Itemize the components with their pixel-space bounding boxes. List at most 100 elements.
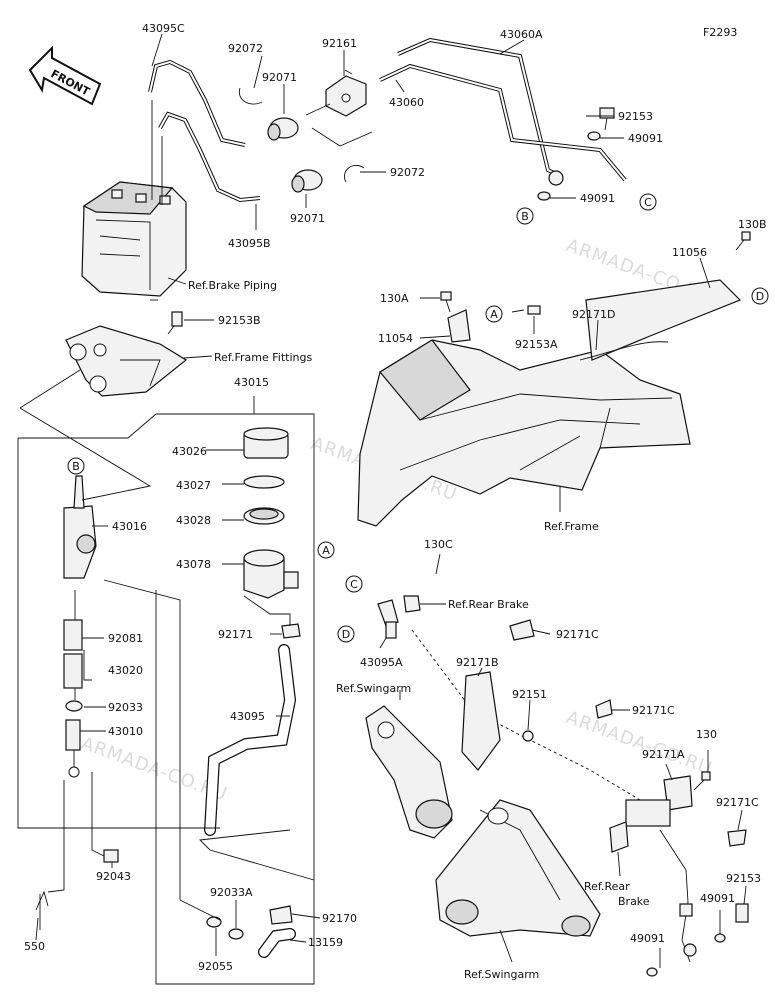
part-label: 92071: [290, 212, 325, 225]
part-label: 11054: [378, 332, 413, 345]
grouping-lines: [17, 103, 373, 985]
master-cylinder-43016: [63, 475, 97, 579]
part-label: 49091: [700, 892, 735, 905]
ref-labels: Ref.Brake Piping Ref.Frame Fittings Ref.…: [188, 279, 650, 981]
part-label: 92151: [512, 688, 547, 701]
svg-text:A: A: [490, 308, 498, 321]
washer-49091-d: [646, 967, 658, 977]
part-label: 49091: [630, 932, 665, 945]
ref-label: Ref.Frame Fittings: [214, 351, 312, 364]
bolt-130a: [440, 291, 452, 313]
part-label: 92171B: [456, 656, 499, 669]
part-label: 92171C: [716, 796, 759, 809]
part-label: 43027: [176, 479, 211, 492]
reservoir-cap-43026: [243, 427, 289, 459]
piston-43020: [63, 653, 83, 689]
clip-92171c-2: [595, 699, 613, 719]
part-label: 92033: [108, 701, 143, 714]
part-label: 49091: [580, 192, 615, 205]
clamp-92171: [281, 623, 301, 639]
clamp-92170: [269, 905, 293, 925]
oring-92033a: [228, 928, 244, 940]
bolt-92153: [599, 107, 615, 131]
fitting-13159: [258, 928, 296, 958]
part-label: 43028: [176, 514, 211, 527]
part-label: 43095A: [360, 656, 403, 669]
joint-92161: [325, 69, 367, 117]
part-label: 92153: [726, 872, 761, 885]
part-label: 11056: [672, 246, 707, 259]
svg-text:B: B: [72, 460, 80, 473]
clip-92171c-3: [727, 829, 747, 847]
ref-label: Ref.Frame: [544, 520, 599, 533]
washer-49091-c: [714, 933, 726, 943]
callout-a2: A: [317, 541, 335, 559]
part-label: 92071: [262, 71, 297, 84]
part-label: 92081: [108, 632, 143, 645]
callout-a1: A: [485, 305, 503, 323]
rear-banjo: [679, 903, 697, 957]
grommet-92071-a: [267, 117, 299, 141]
svg-text:C: C: [350, 578, 358, 591]
bracket-rear-brake: [609, 821, 629, 853]
part-label: 92171C: [632, 704, 675, 717]
part-label: 49091: [628, 132, 663, 145]
part-label: 92170: [322, 912, 357, 925]
washer-49091: [537, 191, 551, 201]
part-label: 550: [24, 940, 45, 953]
reservoir-43078: [243, 549, 299, 599]
svg-text:B: B: [521, 210, 529, 223]
part-label: 92171C: [556, 628, 599, 641]
svg-text:C: C: [644, 196, 652, 209]
clamp-92171a: [625, 775, 693, 827]
part-label: 43095B: [228, 237, 271, 250]
bolt-92153b: [167, 311, 183, 335]
guide-92171b: [461, 671, 501, 771]
circlip-92033: [65, 700, 83, 712]
part-label: 92171: [218, 628, 253, 641]
svg-text:A: A: [322, 544, 330, 557]
ref-label: Ref.Rear: [584, 880, 630, 893]
clip-92072-a: [238, 87, 263, 105]
washer-49091: [587, 131, 601, 141]
part-label: 92153: [618, 110, 653, 123]
rear-frame: [357, 279, 742, 527]
part-label: 130A: [380, 292, 409, 305]
svg-text:D: D: [342, 628, 350, 641]
part-label: 130B: [738, 218, 767, 231]
oring-92055: [206, 916, 222, 928]
hose-43095: [204, 644, 297, 836]
part-label: 92072: [228, 42, 263, 55]
pushrod-43010: [65, 719, 81, 778]
part-label: 92153B: [218, 314, 261, 327]
part-label: 92153A: [515, 338, 558, 351]
bolt-92153a: [511, 305, 541, 315]
callout-b1: B: [516, 207, 534, 225]
part-label: 43015: [234, 376, 269, 389]
part-label: 92171A: [642, 748, 685, 761]
callout-b2: B: [67, 457, 85, 475]
pin-92043: [103, 849, 119, 863]
ref-label: Ref.Swingarm: [464, 968, 539, 981]
ref-label: Ref.Brake Piping: [188, 279, 277, 292]
banjo-fitting: [548, 170, 564, 186]
callout-c2: C: [345, 575, 363, 593]
diaphragm-43028: [243, 507, 285, 525]
diagram-code: F2293: [703, 26, 737, 39]
bolt-92153-rear: [735, 903, 749, 923]
abs-unit: [81, 181, 187, 297]
callout-c1: C: [639, 193, 657, 211]
plate-43027: [243, 475, 285, 489]
part-label: 92033A: [210, 886, 253, 899]
ref-label: Brake: [618, 895, 650, 908]
callout-d1: D: [751, 287, 769, 305]
part-label: 43010: [108, 725, 143, 738]
part-label: 43095: [230, 710, 265, 723]
part-label: 43016: [112, 520, 147, 533]
ref-label: Ref.Rear Brake: [448, 598, 529, 611]
part-label: 43060A: [500, 28, 543, 41]
bracket-11054: [447, 309, 471, 343]
part-labels: 43095C 92072 92071 92161 43060A 43060 92…: [24, 22, 767, 973]
part-label: 92043: [96, 870, 131, 883]
